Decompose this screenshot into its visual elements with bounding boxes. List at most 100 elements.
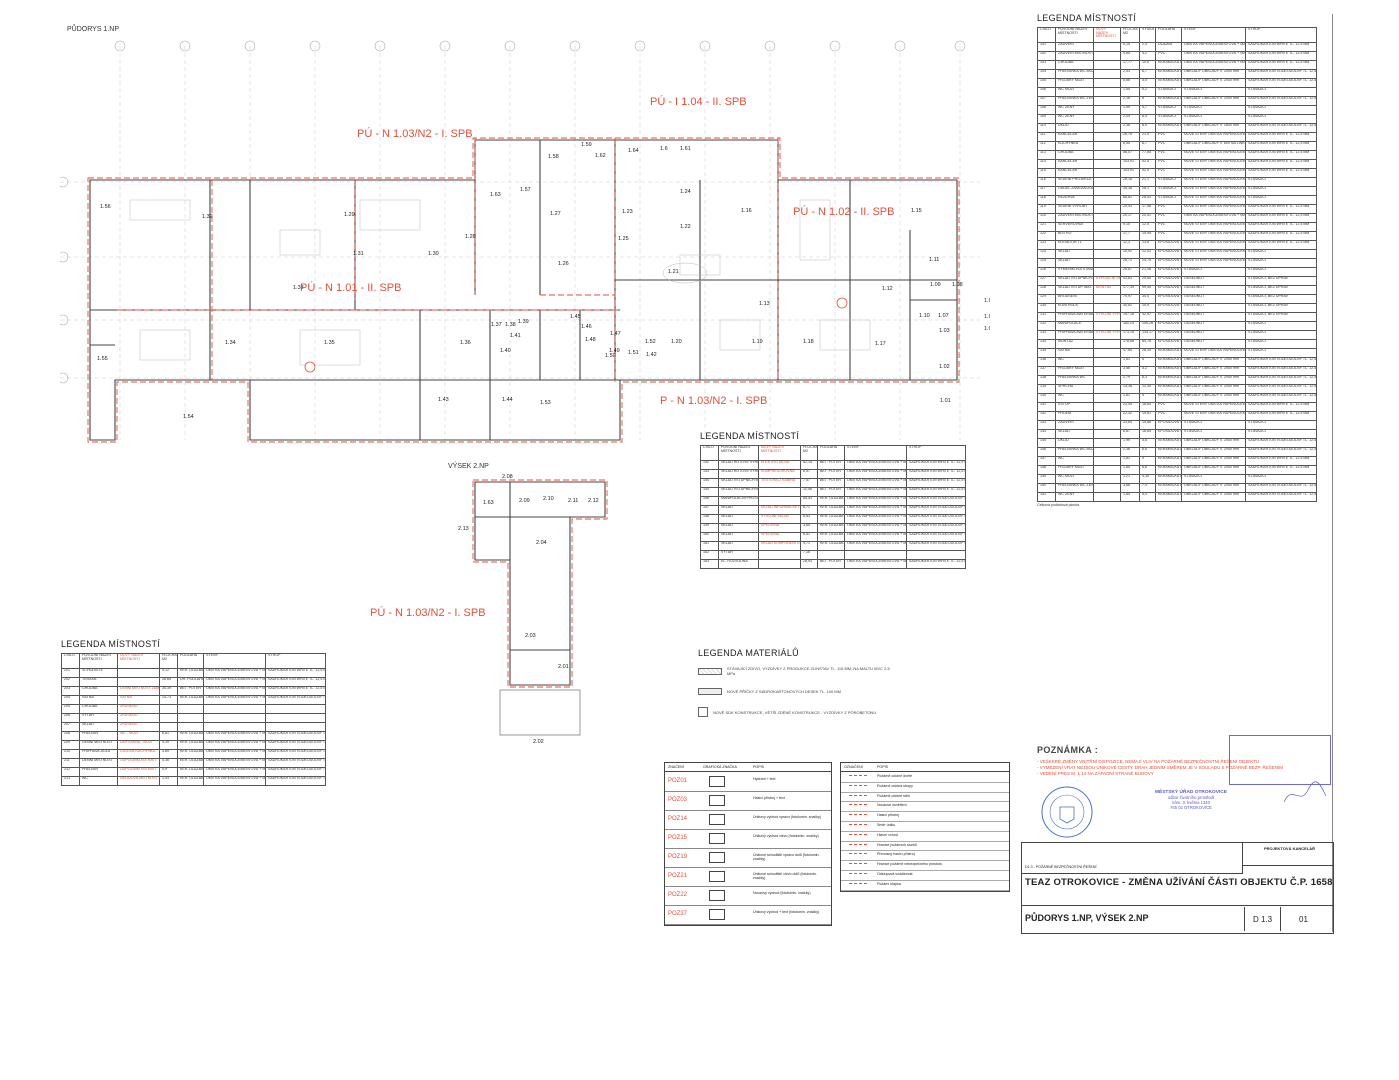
table-cell: SÁDROKARTON WHITE TL. 12,5 MM xyxy=(906,460,966,470)
table-header: PLOCHA M2 xyxy=(1120,27,1140,43)
table-cell: SÁDROKARTON WHITE TL. 12,5 MM xyxy=(1245,150,1317,160)
table-cell: KERAMICKÁ DLAŽBA xyxy=(1155,384,1182,394)
table-header: PŮVODNÍ NÁZEV MÍSTNOSTI xyxy=(1055,27,1094,43)
table-cell: 138 xyxy=(1037,375,1056,385)
note-line: - VYMEZENÍ VRAT NEJSOU ÚNIKOVÉ CESTY. DR… xyxy=(1037,765,1283,770)
table-cell: 4,89 xyxy=(159,749,178,759)
safety-sign-icon xyxy=(709,852,725,863)
table-cell: SPRCHA xyxy=(1055,384,1094,394)
table-cell xyxy=(1093,240,1121,250)
room-number: 2.13 xyxy=(458,526,469,532)
tb-divider xyxy=(1022,905,1333,906)
safety-sign-icon xyxy=(709,814,725,825)
table-cell: ÚKLID xyxy=(1055,123,1094,133)
table-cell: KANCELÁŘ xyxy=(1055,132,1094,142)
table-cell: 157 xyxy=(700,505,719,515)
room-number: 2.02 xyxy=(533,739,544,745)
table-cell: OBKLADY OBKLADY V. 600 NA LINKOU xyxy=(1181,141,1246,151)
table-cell: 125 xyxy=(1037,258,1056,268)
table-cell: 119 xyxy=(1037,204,1056,214)
table-cell: 6,7 xyxy=(1139,69,1156,79)
table-cell: 28,93 xyxy=(800,559,818,569)
table-cell: 6,6 xyxy=(1139,447,1156,457)
table-cell: NOVÉ STĚNY OMÍTKA VÁPENOCEMENTOVÁ + MALB… xyxy=(1181,150,1246,160)
room-number: 1.29 xyxy=(344,212,355,218)
table-cell: BISTRO xyxy=(1055,231,1094,241)
table-cell: 8,5 xyxy=(1139,123,1156,133)
safety-sign-code: POZ19 xyxy=(668,854,688,860)
table-cell: 5,5 xyxy=(1139,78,1156,88)
table-cell xyxy=(1093,42,1121,52)
table-cell: 5,2 xyxy=(1139,51,1156,61)
table-cell: OBKLADY OBKLADY V. 2050 mm xyxy=(1181,357,1246,367)
table-cell xyxy=(1093,132,1121,142)
table-cell: 5,15 xyxy=(1120,42,1140,52)
table-cell: NOVÉ STĚNY OMÍTKA VÁPENOCEMENTOVÁ + MALB… xyxy=(1181,222,1246,232)
table-cell: SÁDROKARTON VODĚODOLNÝ TL. 12,5 MM + MAL… xyxy=(265,758,326,768)
table-cell xyxy=(159,713,178,723)
table-cell: ÚKLIDOVÁ MÍSTNOST xyxy=(117,776,160,786)
materials-title: LEGENDA MATERIÁLŮ xyxy=(698,648,799,658)
table-cell: 3,86 xyxy=(1120,483,1140,493)
table-cell: STÁVAJÍCÍ xyxy=(1245,474,1317,484)
table-cell: 160,23 xyxy=(1120,321,1140,331)
room-number: 2.12 xyxy=(588,498,599,504)
table-cell xyxy=(1093,294,1121,304)
table-cell: 115 xyxy=(1037,168,1056,178)
safety-sign-desc: Únikový východ + text (fotolumin. značky… xyxy=(753,910,820,914)
table-cell: PVC xyxy=(1155,231,1182,241)
table-cell xyxy=(1093,222,1121,232)
room-number: 1.16 xyxy=(741,208,752,214)
fire-symbol-icon xyxy=(849,863,867,865)
table-cell: 197,16 xyxy=(1120,312,1140,322)
table-cell: STÁVAJÍCÍ xyxy=(1245,420,1317,430)
table-cell: 114 xyxy=(1037,159,1056,169)
furniture xyxy=(129,199,871,366)
table-cell xyxy=(1093,447,1121,457)
table-cell: 131 xyxy=(1037,312,1056,322)
table-cell: 5,53 xyxy=(800,514,818,524)
table-cell: OMÍTKA VÁPENOCEMENTOVÁ + MALBA xyxy=(844,532,907,542)
table-cell: 108 xyxy=(1037,105,1056,115)
table-cell xyxy=(1093,177,1121,187)
room-number: 1.01 xyxy=(940,398,951,404)
table-cell: 213 xyxy=(61,776,80,786)
tb-sheet-number: 01 xyxy=(1299,915,1308,924)
table-cell: 141 xyxy=(1037,402,1056,412)
table-cell: BROUŠENÍ xyxy=(1055,294,1094,304)
table-cell xyxy=(1093,141,1121,151)
table-cell: 117 xyxy=(1037,186,1056,196)
safety-sign-code: POZ21 xyxy=(668,873,688,879)
table-cell: STÁVAJÍCÍ, BEZ ÚPRAV xyxy=(1245,285,1317,295)
table-cell: PISOÁRY MUŽI xyxy=(1055,366,1094,376)
official-seal xyxy=(1041,786,1093,838)
table-cell: 99,55 xyxy=(1139,285,1156,295)
fire-section-label: PÚ - I 1.04 - II. SPB xyxy=(650,96,747,108)
table-cell: STÁVAJÍCÍ xyxy=(1155,186,1182,196)
fire-table-header-cell: OZNAČENÍ xyxy=(844,765,863,769)
safety-sign-code: POZ15 xyxy=(668,835,688,841)
table-cell: EL. ROZVODNA xyxy=(718,559,759,569)
table-cell: 135 xyxy=(1037,348,1056,358)
room-number: 1.13 xyxy=(759,301,770,307)
table-cell xyxy=(1093,96,1121,106)
table-cell: 1,55 xyxy=(1120,87,1140,97)
safety-sign-icon xyxy=(709,890,725,901)
table-cell: 128 xyxy=(1037,285,1056,295)
table-header: NOVÝ NÁZEV MÍSTNOSTI xyxy=(758,445,801,461)
table-cell: KERAMICKÁ DLAŽBA xyxy=(1155,123,1182,133)
table-cell xyxy=(1093,168,1121,178)
table-cell: SKLAD HOTOVÉ VÝROBY xyxy=(718,469,759,479)
fire-symbol-row: Hranice požárních úseků xyxy=(841,841,1009,852)
table-cell: 159 xyxy=(700,523,719,533)
table-cell: SÁDROKARTON WHITE TL. 12,5 MM xyxy=(265,668,326,678)
table-cell: NOVÉ STĚNY OMÍTKA VÁPENOCEMENTOVÁ + MALB… xyxy=(1181,177,1246,187)
table-cell: 120 xyxy=(1037,213,1056,223)
table-cell: 116 xyxy=(1037,177,1056,187)
